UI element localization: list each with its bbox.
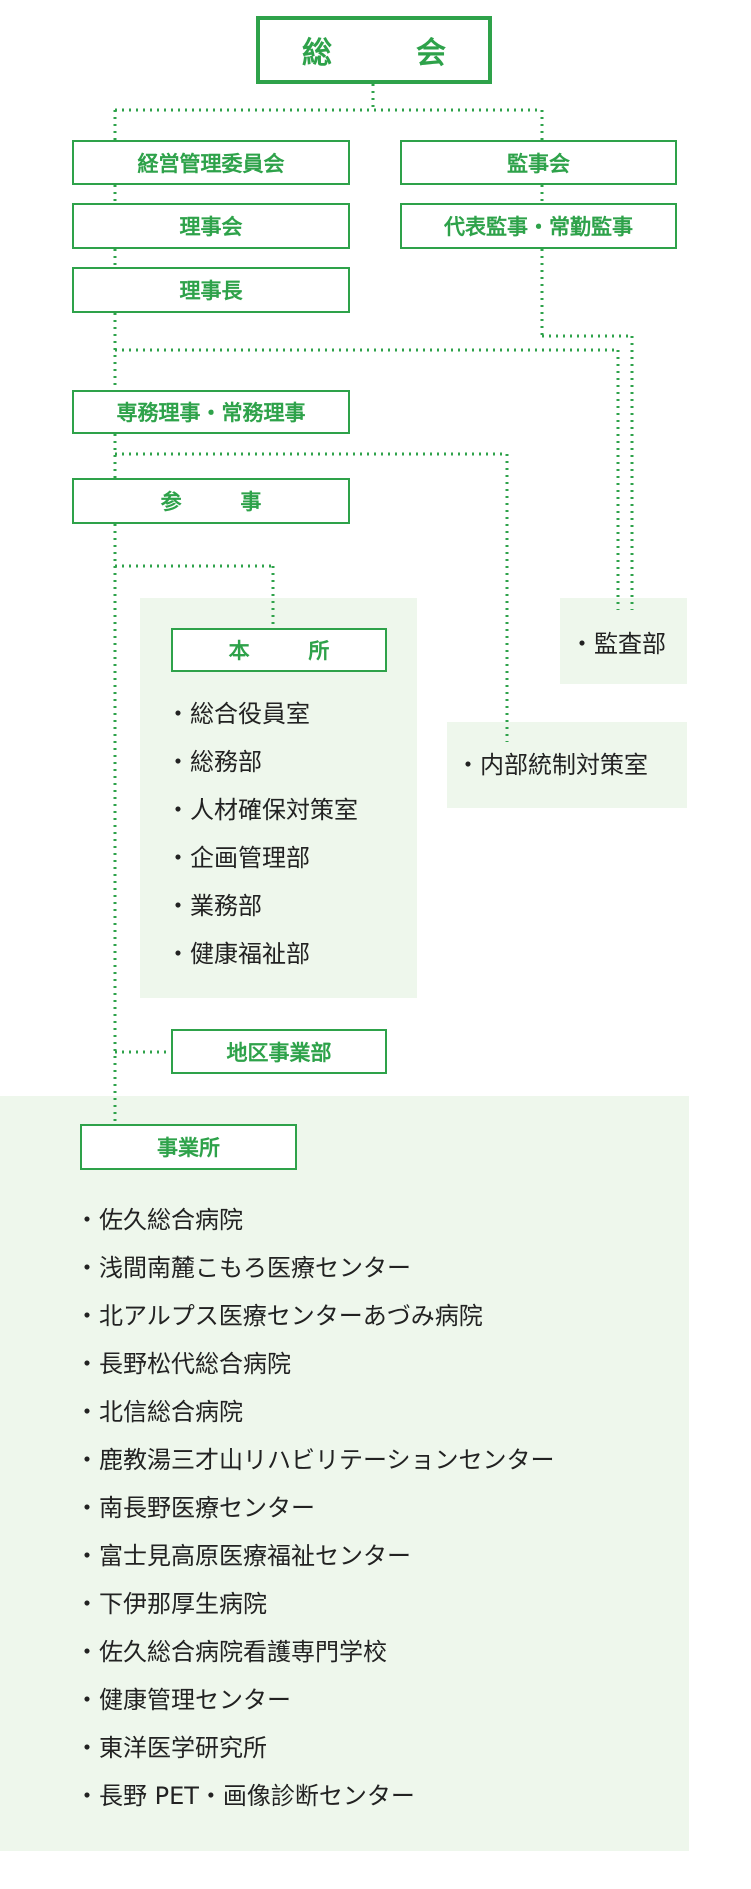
list-item: 長野 PET・画像診断センター — [75, 1772, 555, 1820]
list-item: 北アルプス医療センターあづみ病院 — [75, 1292, 555, 1340]
list-item: 人材確保対策室 — [166, 786, 358, 834]
list-item: 佐久総合病院看護専門学校 — [75, 1628, 555, 1676]
executive-directors-node: 専務理事・常務理事 — [72, 390, 350, 434]
head-office-dept-list: 総合役員室 総務部 人材確保対策室 企画管理部 業務部 健康福祉部 — [166, 690, 358, 978]
list-item: 北信総合病院 — [75, 1388, 555, 1436]
list-item: 内部統制対策室 — [456, 741, 648, 789]
counselor-node: 参 事 — [72, 478, 350, 524]
list-item: 監査部 — [570, 620, 666, 668]
regional-division-node: 地区事業部 — [171, 1029, 387, 1074]
list-item: 富士見高原医療福祉センター — [75, 1532, 555, 1580]
list-item: 企画管理部 — [166, 834, 358, 882]
list-item: 下伊那厚生病院 — [75, 1580, 555, 1628]
list-item: 健康福祉部 — [166, 930, 358, 978]
list-item: 総務部 — [166, 738, 358, 786]
list-item: 長野松代総合病院 — [75, 1340, 555, 1388]
general-meeting-node: 総 会 — [256, 16, 492, 84]
facility-list: 佐久総合病院 浅間南麓こもろ医療センター 北アルプス医療センターあづみ病院 長野… — [75, 1196, 555, 1820]
facilities-node: 事業所 — [80, 1124, 297, 1170]
chairman-node: 理事長 — [72, 267, 350, 313]
list-item: 東洋医学研究所 — [75, 1724, 555, 1772]
list-item: 業務部 — [166, 882, 358, 930]
list-item: 佐久総合病院 — [75, 1196, 555, 1244]
management-committee-node: 経営管理委員会 — [72, 140, 350, 185]
list-item: 健康管理センター — [75, 1676, 555, 1724]
auditors-node: 代表監事・常勤監事 — [400, 203, 677, 249]
audit-board-node: 監事会 — [400, 140, 677, 185]
internal-control-list: 内部統制対策室 — [456, 741, 648, 789]
board-node: 理事会 — [72, 203, 350, 249]
list-item: 浅間南麓こもろ医療センター — [75, 1244, 555, 1292]
list-item: 南長野医療センター — [75, 1484, 555, 1532]
list-item: 鹿教湯三才山リハビリテーションセンター — [75, 1436, 555, 1484]
list-item: 総合役員室 — [166, 690, 358, 738]
head-office-node: 本 所 — [171, 628, 387, 672]
audit-dept-list: 監査部 — [570, 620, 666, 668]
